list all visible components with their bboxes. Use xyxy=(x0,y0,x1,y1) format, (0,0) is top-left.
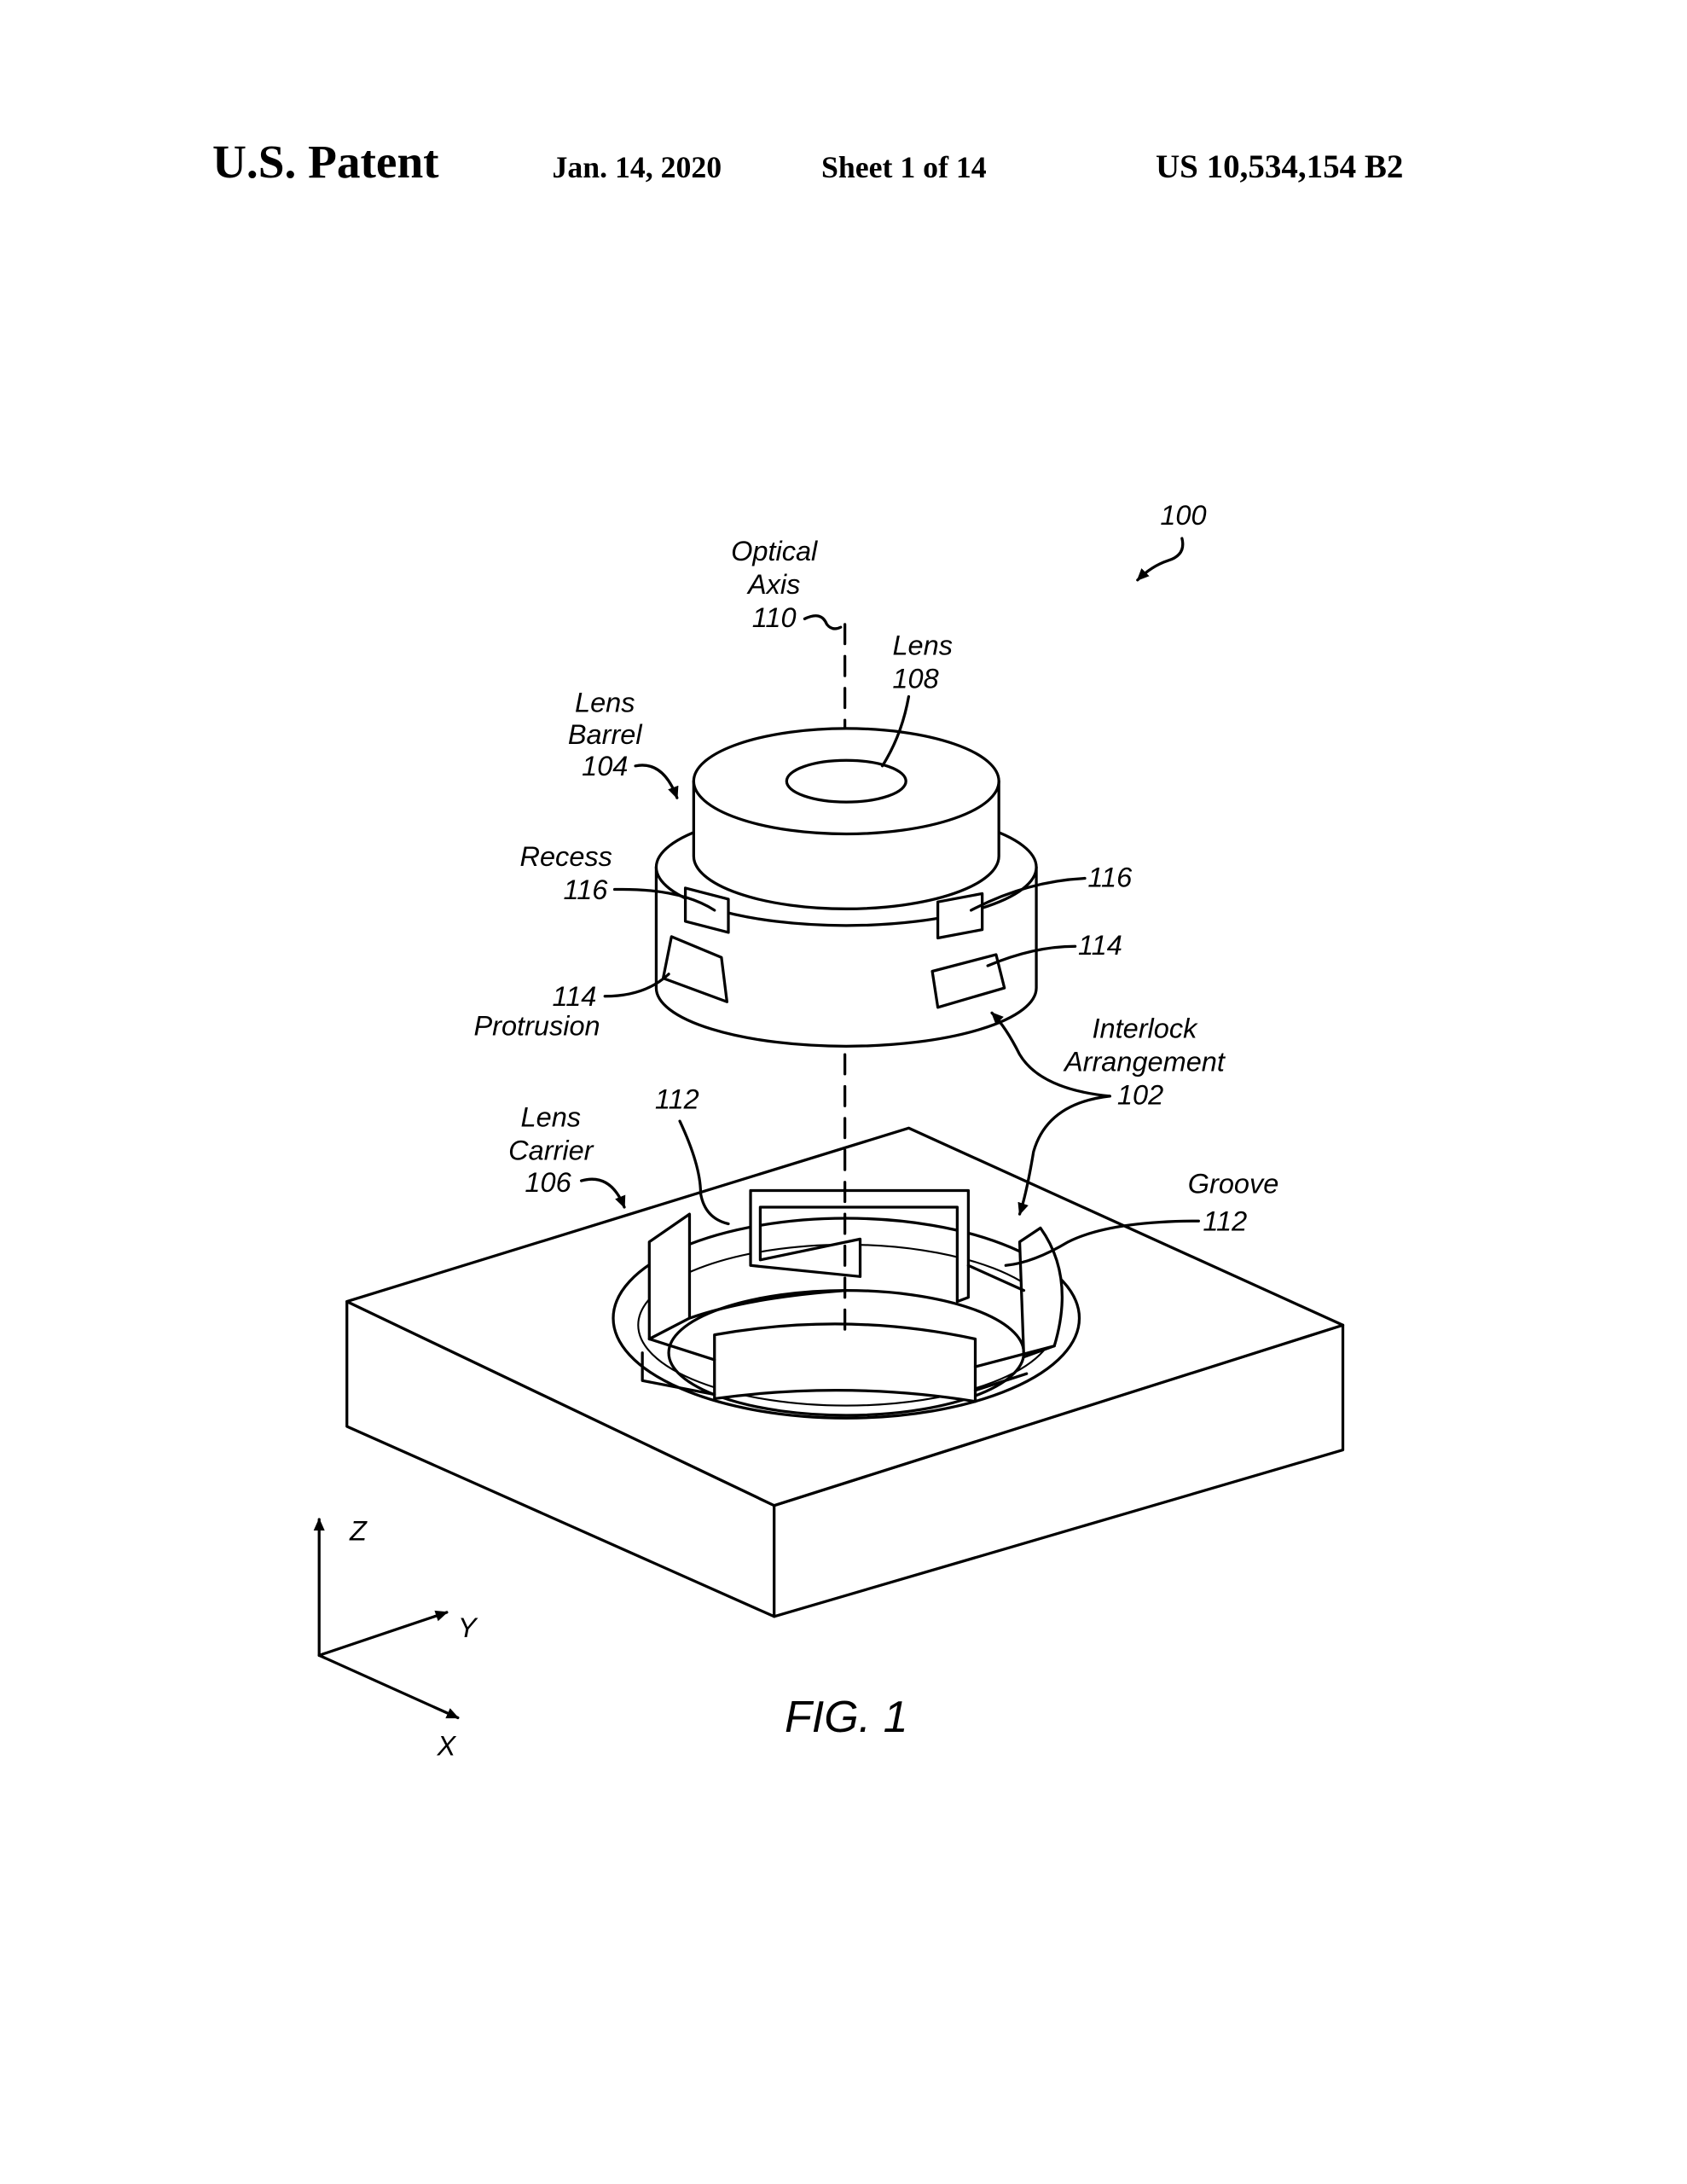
x-axis-arrow xyxy=(317,1653,460,1720)
label-interlock-arrangement: Interlock Arrangement 102 xyxy=(990,1011,1226,1216)
ref-100: 100 xyxy=(1136,500,1207,582)
page-header: U.S. Patent Jan. 14, 2020 Sheet 1 of 14 … xyxy=(212,136,1403,188)
label-groove: Groove 112 xyxy=(1004,1169,1279,1267)
svg-text:Axis: Axis xyxy=(746,569,800,600)
label-112-top: 112 xyxy=(655,1084,730,1226)
label-lens-carrier: Lens Carrier 106 xyxy=(508,1102,626,1209)
svg-text:112: 112 xyxy=(1203,1206,1247,1237)
svg-text:116: 116 xyxy=(1087,862,1133,892)
y-axis-label: Y xyxy=(458,1612,478,1643)
svg-text:Recess: Recess xyxy=(519,841,612,872)
x-axis-label: X xyxy=(436,1730,456,1761)
svg-text:Protrusion: Protrusion xyxy=(473,1010,600,1041)
header-patent-number: US 10,534,154 B2 xyxy=(1156,148,1403,185)
label-lens: Lens 108 xyxy=(880,630,953,768)
svg-text:104: 104 xyxy=(582,751,628,781)
coordinate-axes: Z Y X xyxy=(313,1515,478,1761)
svg-text:Lens: Lens xyxy=(892,630,953,661)
header-title: U.S. Patent xyxy=(212,136,439,188)
label-protrusion: 114 Protrusion xyxy=(473,973,670,1041)
svg-text:Barrel: Barrel xyxy=(568,719,643,750)
svg-text:102: 102 xyxy=(1117,1080,1163,1111)
svg-text:Lens: Lens xyxy=(521,1102,582,1133)
z-axis-label: Z xyxy=(349,1515,368,1546)
svg-text:106: 106 xyxy=(525,1167,571,1198)
figure-caption: FIG. 1 xyxy=(785,1693,908,1742)
svg-text:116: 116 xyxy=(564,874,609,905)
svg-text:112: 112 xyxy=(655,1084,699,1115)
lens-barrel-drawing xyxy=(654,727,1038,1048)
svg-text:114: 114 xyxy=(1078,930,1122,961)
label-114-right: 114 xyxy=(986,930,1122,967)
label-optical-axis: Optical Axis 110 xyxy=(731,536,843,633)
label-lens-barrel: Lens Barrel 104 xyxy=(568,687,679,799)
y-axis-arrow xyxy=(317,1610,449,1657)
svg-text:Optical: Optical xyxy=(731,536,818,566)
svg-text:Lens: Lens xyxy=(575,687,635,717)
svg-text:Arrangement: Arrangement xyxy=(1063,1047,1226,1077)
svg-text:100: 100 xyxy=(1160,500,1206,531)
label-recess: Recess 116 xyxy=(519,841,716,912)
svg-text:110: 110 xyxy=(752,602,797,633)
svg-text:Interlock: Interlock xyxy=(1092,1014,1198,1044)
header-sheet: Sheet 1 of 14 xyxy=(821,150,987,184)
svg-text:108: 108 xyxy=(892,664,938,694)
svg-text:Groove: Groove xyxy=(1188,1169,1279,1199)
svg-text:114: 114 xyxy=(553,981,597,1012)
svg-text:Carrier: Carrier xyxy=(508,1136,594,1166)
header-date: Jan. 14, 2020 xyxy=(552,150,722,184)
label-116-right: 116 xyxy=(970,862,1133,912)
